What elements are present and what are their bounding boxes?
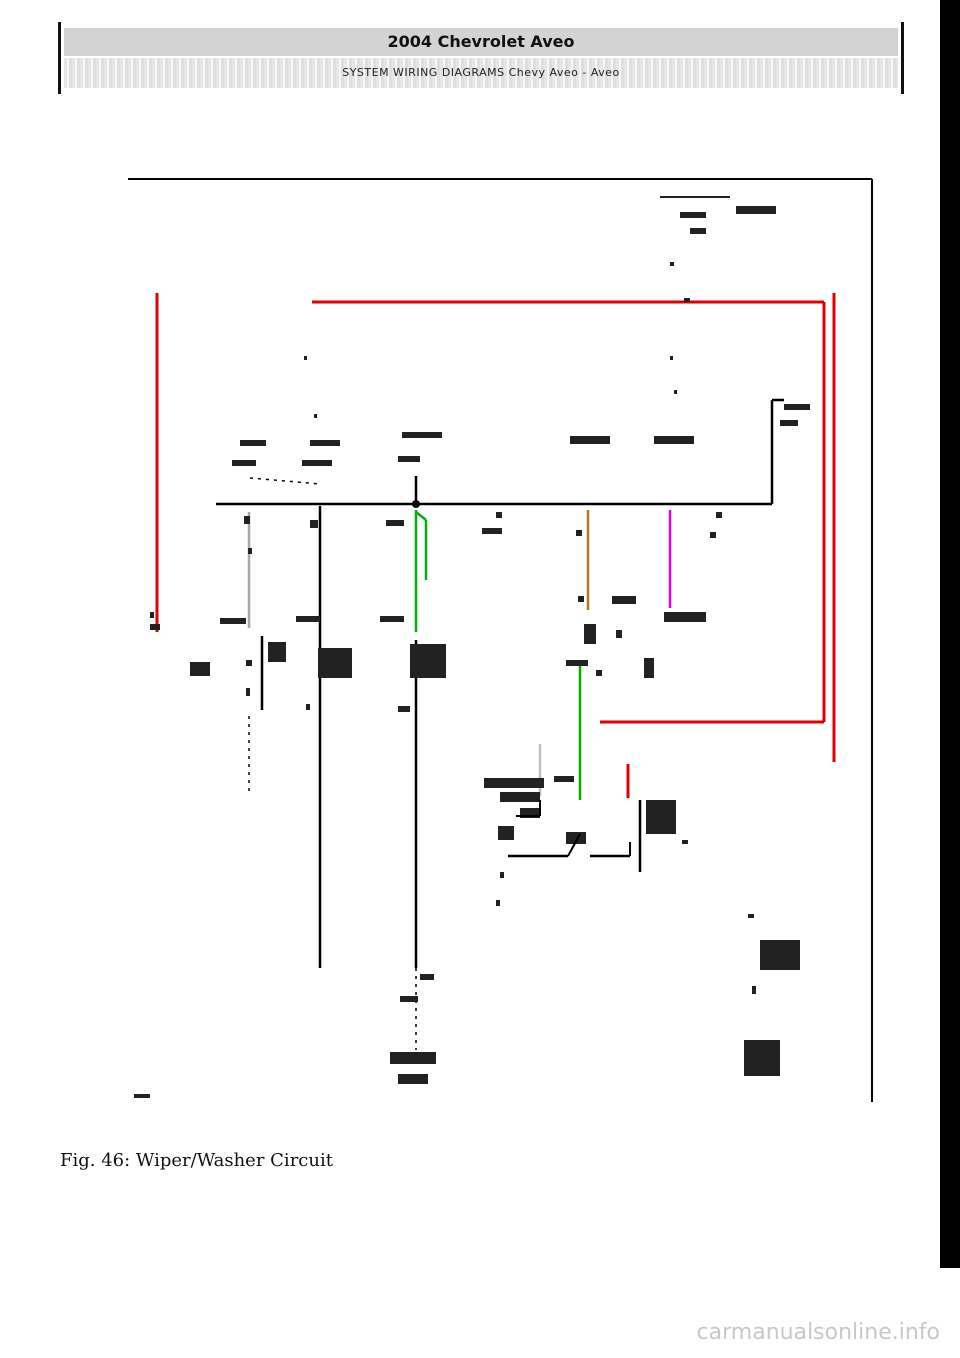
page-header: 2004 Chevrolet Aveo SYSTEM WIRING DIAGRA… <box>58 22 904 94</box>
power-wires <box>155 293 836 798</box>
diagram-frame <box>128 178 873 1102</box>
colored-wires <box>247 510 672 800</box>
dashed-wires <box>248 477 417 1050</box>
header-subtitle: SYSTEM WIRING DIAGRAMS Chevy Aveo - Aveo <box>64 58 898 88</box>
figure-caption: Fig. 46: Wiper/Washer Circuit <box>60 1150 333 1171</box>
right-edge-bar <box>940 0 960 1268</box>
watermark-text: carmanualsonline.info <box>696 1320 940 1345</box>
splice-node <box>412 500 420 508</box>
switch-symbols <box>516 800 631 857</box>
header-title: 2004 Chevrolet Aveo <box>64 28 898 56</box>
component-label-marks <box>134 196 810 1098</box>
header-right-border <box>901 22 904 94</box>
header-left-border <box>58 22 61 94</box>
black-wires <box>216 398 784 968</box>
